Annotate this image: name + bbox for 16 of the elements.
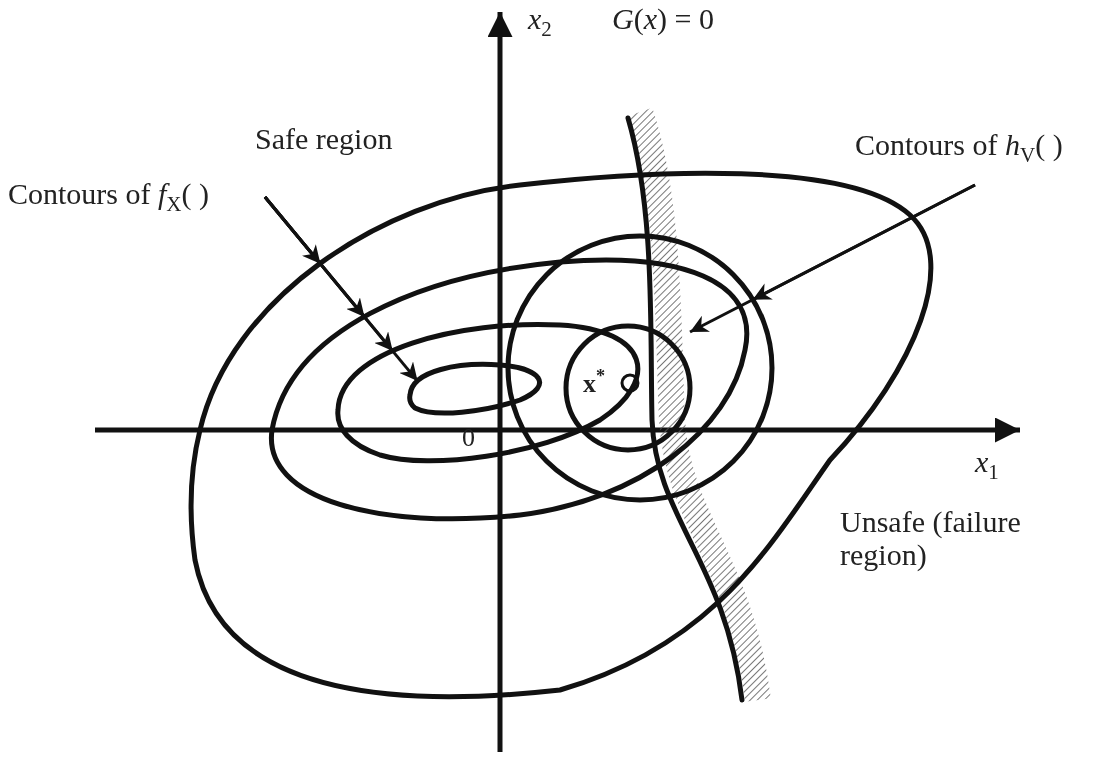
origin-label: 0 [462, 424, 475, 453]
callout-text: Contours of h$_{V}$( ) [855, 128, 1063, 168]
contour-curve [407, 361, 542, 416]
callout-text: Contours of f$_{X}$( ) [8, 177, 209, 217]
contour-curve [335, 322, 641, 464]
axis-label: x$_{1}$ [975, 445, 999, 485]
leader-arrow [263, 196, 419, 383]
contour-circle [505, 233, 775, 503]
region-label: Unsafe (failure region) [840, 505, 1022, 571]
boundary-label: G(x) = 0 [612, 2, 714, 35]
point-label: x$^{*}$ [583, 366, 606, 399]
region-label: Safe region [255, 122, 393, 155]
contour-curve [269, 257, 750, 522]
leader-arrow [689, 183, 976, 334]
axis-label: x$_{2}$ [528, 2, 552, 42]
contour-circle [563, 323, 693, 453]
